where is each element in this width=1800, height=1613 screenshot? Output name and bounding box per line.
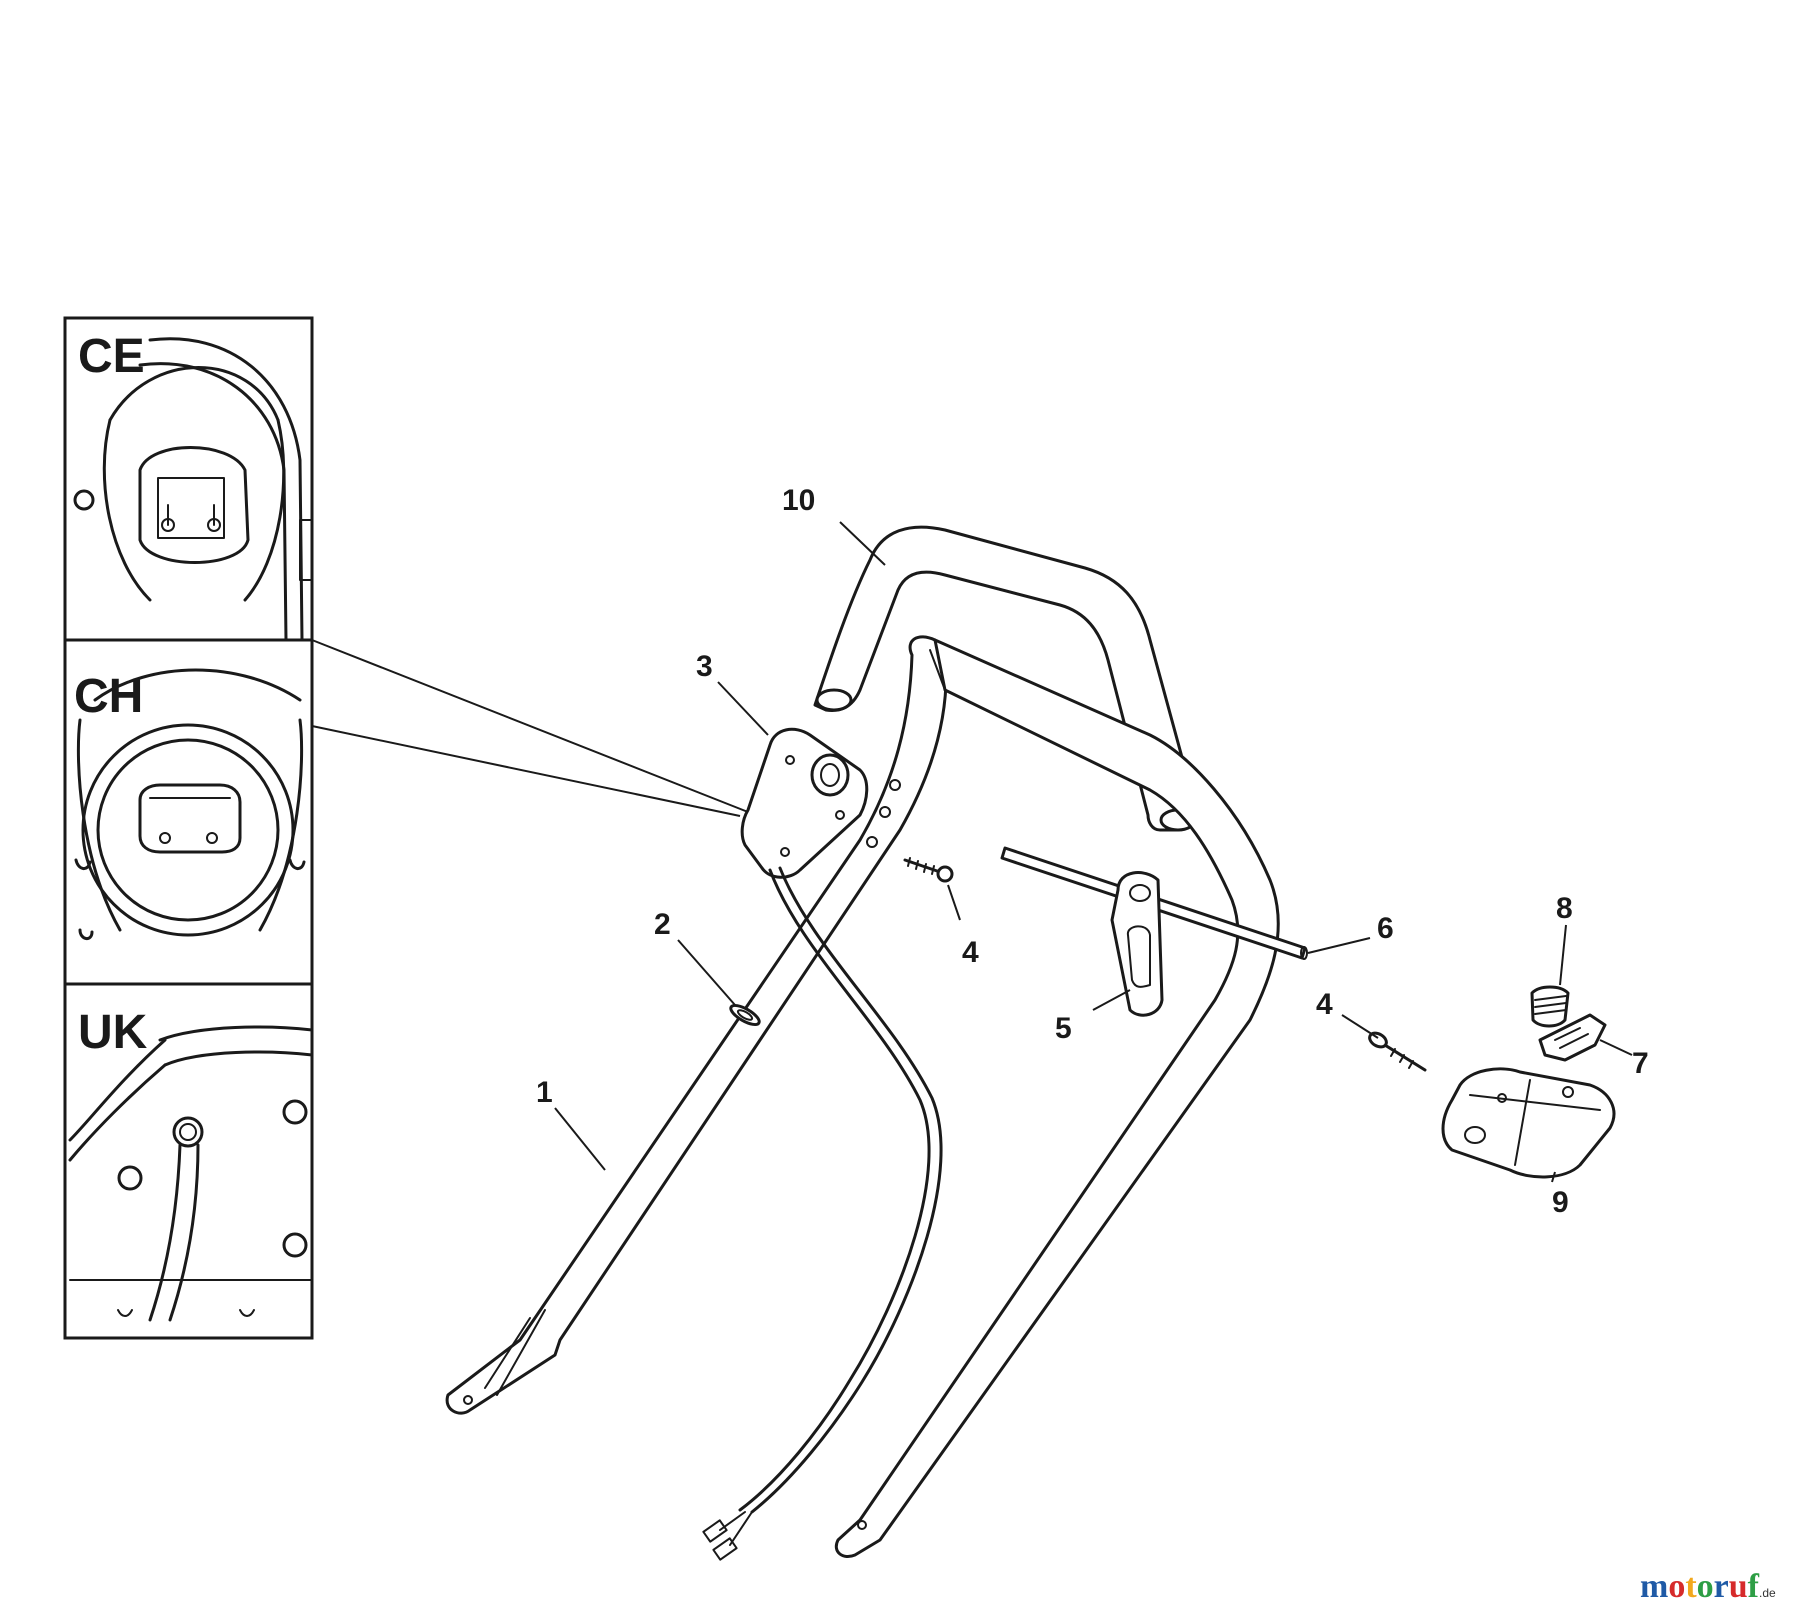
screw-lower	[1368, 1031, 1427, 1072]
callouts: 10 3 2 1 4 5 6 4 8 7 9	[536, 484, 1649, 1219]
cable-guide-clip	[1110, 871, 1164, 1017]
callout-4-lower: 4	[1316, 988, 1333, 1021]
watermark-logo: motoruf.de	[1640, 1568, 1776, 1605]
inset-label-ce: CE	[78, 330, 145, 383]
spring	[1530, 985, 1570, 1028]
lower-handle-right-leg	[834, 638, 1280, 1558]
callout-7: 7	[1632, 1047, 1649, 1080]
watermark-letter: o	[1668, 1568, 1685, 1605]
callout-8: 8	[1556, 892, 1573, 925]
callout-1: 1	[536, 1076, 553, 1109]
watermark-letter: o	[1697, 1568, 1714, 1605]
switch-housing	[740, 727, 869, 879]
zoom-connector-lines	[311, 639, 749, 817]
inset-panels: CE CH UK	[63, 316, 314, 1340]
watermark-letter: u	[1729, 1568, 1748, 1605]
bracket	[1441, 1067, 1616, 1179]
ce-socket-illustration	[73, 337, 311, 639]
watermark-suffix: .de	[1759, 1586, 1776, 1600]
cable-tie	[729, 1003, 761, 1027]
callout-5: 5	[1055, 1012, 1072, 1045]
callout-4-upper: 4	[962, 936, 979, 969]
power-cable	[702, 866, 943, 1561]
callout-3: 3	[696, 650, 713, 683]
callout-2: 2	[654, 908, 671, 941]
ch-socket-illustration	[74, 668, 306, 940]
screw-upper	[903, 857, 954, 883]
callout-6: 6	[1377, 912, 1394, 945]
latch	[1538, 1013, 1607, 1062]
inset-label-ch: CH	[74, 670, 143, 723]
uk-socket-illustration	[68, 1025, 311, 1322]
svg-text:motoruf.de: motoruf.de	[1640, 1568, 1776, 1605]
watermark-letter: f	[1748, 1568, 1760, 1605]
watermark-letter: m	[1640, 1568, 1668, 1605]
callout-9: 9	[1552, 1186, 1569, 1219]
watermark-letter: r	[1714, 1568, 1729, 1605]
callout-10: 10	[782, 484, 815, 517]
inset-label-uk: UK	[78, 1006, 148, 1059]
watermark-letter: t	[1685, 1568, 1697, 1605]
